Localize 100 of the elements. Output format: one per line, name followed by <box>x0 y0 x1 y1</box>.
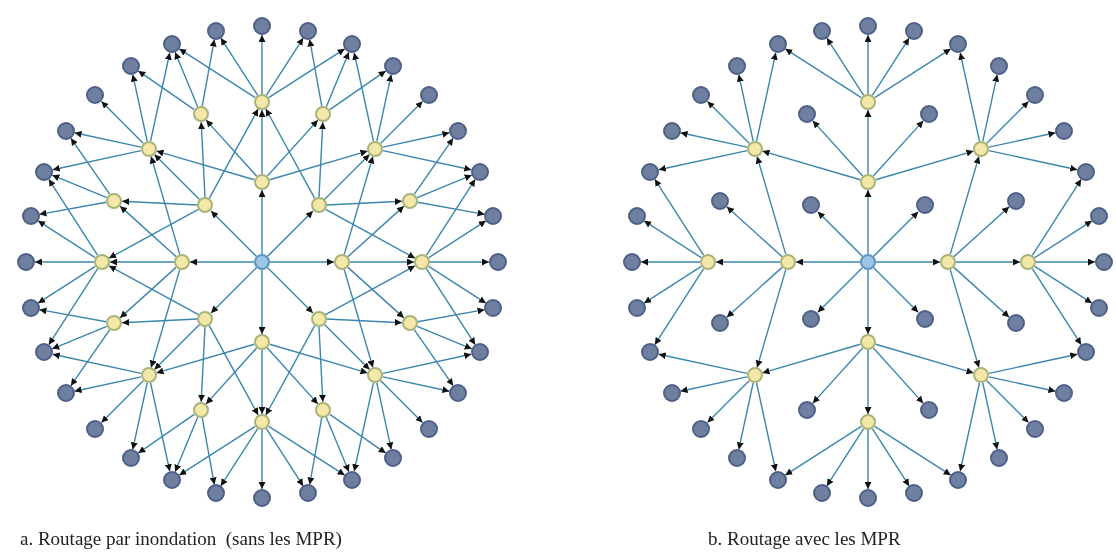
network-node <box>990 449 1009 468</box>
network-node <box>940 254 956 270</box>
arrow <box>119 266 177 319</box>
network-node <box>627 206 646 225</box>
network-node <box>768 471 787 490</box>
network-node <box>1077 162 1096 181</box>
arrow <box>429 258 490 266</box>
arrow <box>706 380 750 424</box>
arrow <box>376 382 394 451</box>
arrow <box>70 137 111 195</box>
arrow <box>38 307 107 323</box>
arrow <box>347 205 405 258</box>
arrow <box>953 206 1010 258</box>
network-node <box>1025 86 1044 105</box>
arrow <box>726 266 783 318</box>
network-node <box>449 384 468 403</box>
arrow <box>736 382 754 451</box>
arrow <box>130 73 148 142</box>
network-node <box>1077 343 1096 362</box>
arrow <box>643 265 702 304</box>
network-node <box>162 34 181 53</box>
arrow <box>201 38 217 107</box>
arrow <box>153 153 201 201</box>
arrow <box>38 201 107 217</box>
network-node <box>802 196 821 215</box>
arrow <box>988 376 1057 394</box>
network-node <box>449 121 468 140</box>
network-node <box>746 140 763 157</box>
arrow <box>988 149 1078 172</box>
network-node <box>254 414 270 430</box>
arrow <box>955 258 1021 266</box>
network-node <box>860 414 876 430</box>
network-node <box>920 400 939 419</box>
network-node <box>727 56 746 75</box>
arrow <box>953 266 1010 318</box>
arrow <box>826 37 865 96</box>
arrow <box>343 155 375 255</box>
network-node <box>797 400 816 419</box>
arrow <box>269 343 369 375</box>
network-node <box>106 192 123 209</box>
arrow <box>325 416 350 473</box>
arrow <box>323 323 371 371</box>
network-node <box>414 254 430 270</box>
network-node <box>254 334 270 350</box>
arrow <box>266 210 314 258</box>
arrow <box>872 120 924 177</box>
arrow <box>73 130 142 148</box>
arrow <box>382 376 451 394</box>
network-node <box>254 254 270 270</box>
arrow <box>376 73 394 142</box>
arrow <box>37 265 96 304</box>
arrow <box>736 73 754 142</box>
network-node <box>162 471 181 490</box>
network-node <box>384 56 403 75</box>
arrow <box>70 329 111 387</box>
network-node <box>1055 121 1074 140</box>
network-node <box>640 162 659 181</box>
arrow <box>258 109 266 175</box>
network-node <box>1055 384 1074 403</box>
network-node <box>254 174 270 190</box>
network-node <box>949 471 968 490</box>
arrow <box>265 37 304 96</box>
arrow <box>258 429 266 490</box>
network-node <box>1090 206 1109 225</box>
arrow <box>706 100 750 144</box>
arrow <box>864 34 872 95</box>
network-node <box>86 419 105 438</box>
arrow <box>325 318 403 326</box>
arrow <box>982 73 1000 142</box>
arrow <box>784 425 862 476</box>
arrow <box>210 266 258 314</box>
arrow <box>949 269 981 369</box>
network-node <box>640 343 659 362</box>
arrow <box>347 266 405 319</box>
network-node <box>384 449 403 468</box>
arrow <box>349 258 415 266</box>
network-node <box>692 419 711 438</box>
arrow <box>323 153 371 201</box>
network-node <box>253 489 271 507</box>
network-node <box>315 401 332 418</box>
network-node <box>484 206 503 225</box>
network-node <box>905 21 924 40</box>
network-node <box>484 299 503 318</box>
network-node <box>489 253 507 271</box>
arrow <box>416 325 473 350</box>
arrow <box>149 52 172 142</box>
arrow <box>265 108 316 200</box>
network-node <box>812 484 831 503</box>
network-node <box>1095 253 1113 271</box>
arrow <box>982 382 1000 451</box>
arrow <box>329 70 387 111</box>
arrow <box>318 121 326 199</box>
arrow <box>220 428 259 487</box>
network-node <box>197 197 214 214</box>
arrow <box>266 347 319 405</box>
arrow <box>864 429 872 490</box>
network-node <box>343 34 362 53</box>
arrow <box>109 258 175 266</box>
arrow <box>949 155 981 255</box>
network-node <box>367 140 384 157</box>
